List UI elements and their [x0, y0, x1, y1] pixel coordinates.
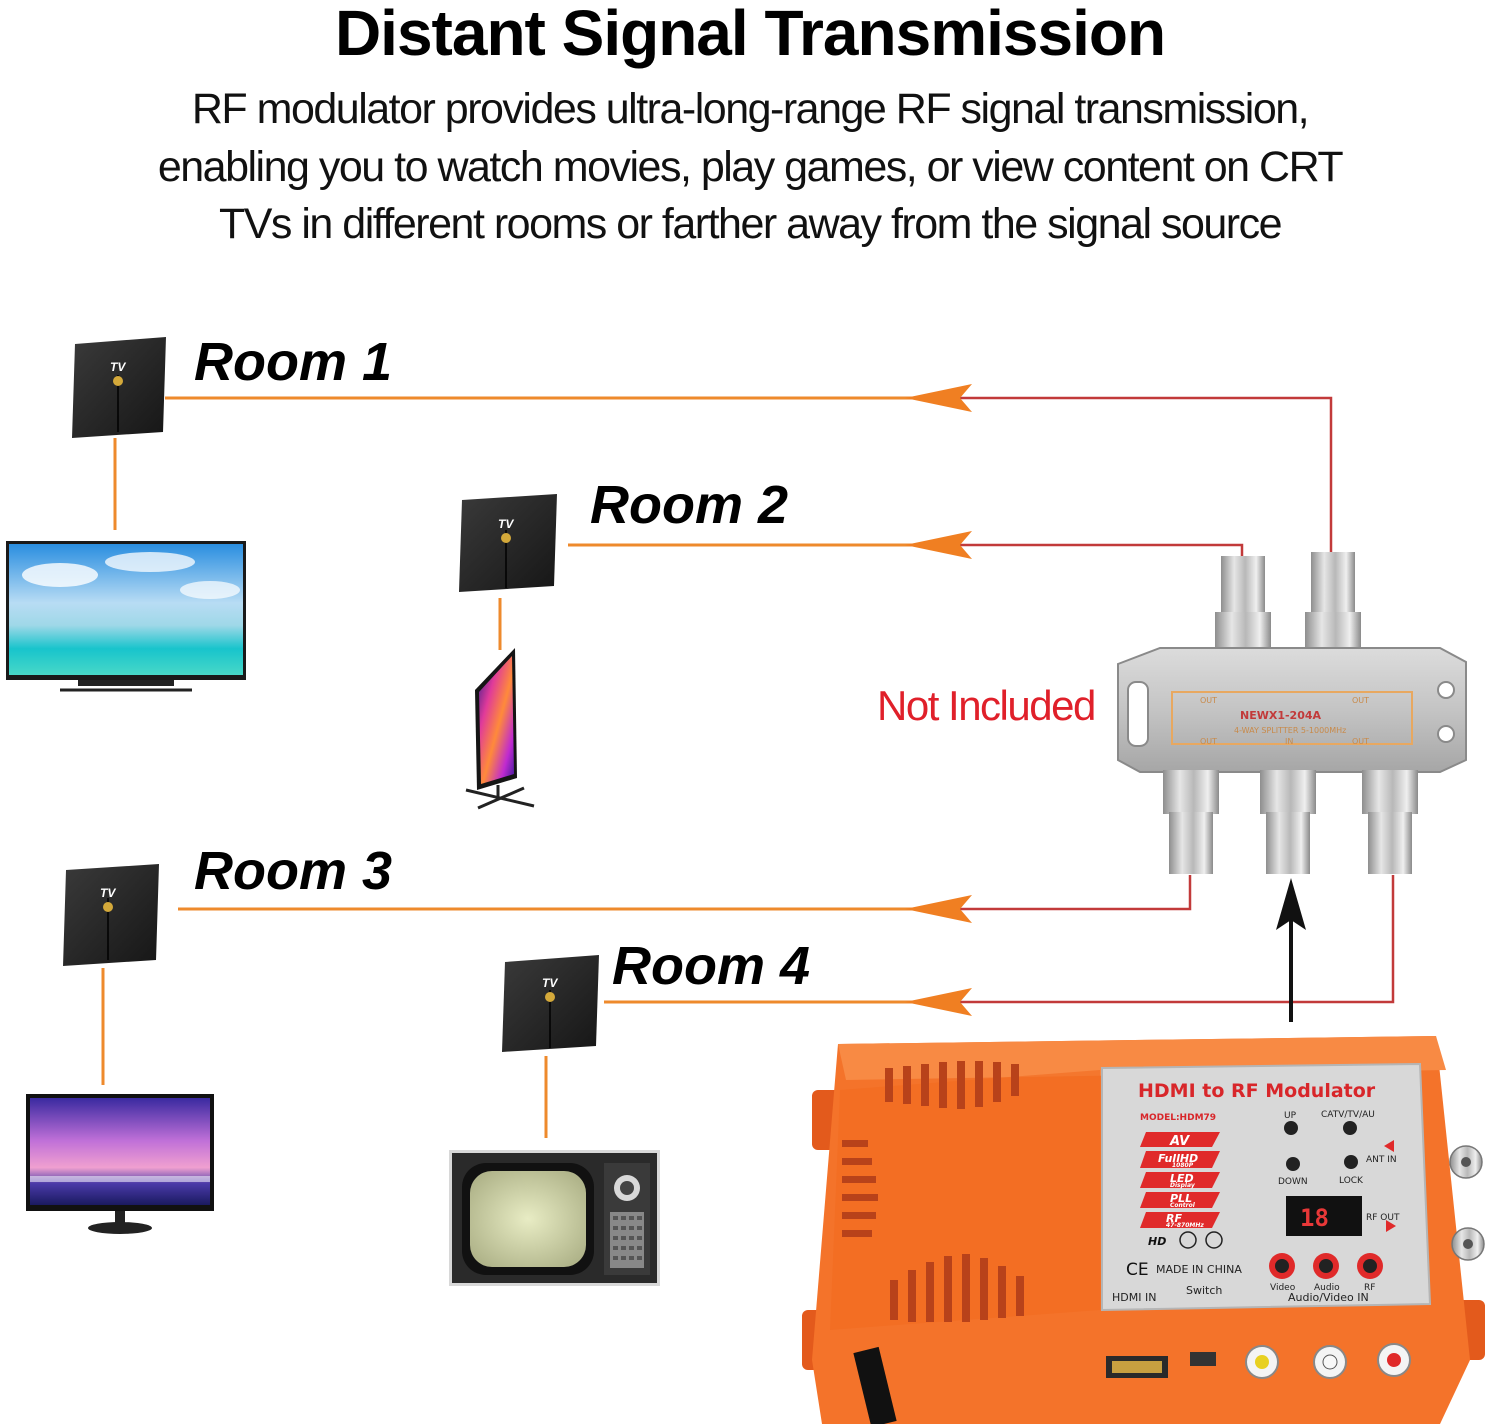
badge-fullhd: FullHD: [1158, 1152, 1198, 1165]
audio-jack-label: Audio: [1314, 1283, 1340, 1293]
down-button[interactable]: [1286, 1157, 1300, 1171]
certification-icon: [1205, 1231, 1223, 1249]
room-1-label: Room 1: [194, 332, 392, 392]
plate-label: TV: [498, 517, 514, 531]
port-out-label: OUT: [1200, 696, 1217, 705]
rf-out-label: RF OUT: [1366, 1213, 1400, 1223]
arrow-right-icon: [1386, 1220, 1396, 1232]
badge-led: LED: [1170, 1172, 1194, 1185]
signal-lines: [101, 396, 960, 1138]
badge-rf: RF: [1166, 1212, 1182, 1225]
cable-splitter: NEWX1-204A 4-WAY SPLITTER 5-1000MHz OUT …: [1117, 552, 1467, 874]
badge-pll-sub: Control: [1170, 1202, 1196, 1209]
badge-pll: PLL: [1170, 1192, 1192, 1205]
subtitle-line-1: RF modulator provides ultra-long-range R…: [191, 85, 1310, 133]
modulator-model: MODEL:HDM79: [1140, 1113, 1216, 1123]
plate-label: TV: [110, 360, 126, 374]
subtitle-line-3: TVs in different rooms or farther away f…: [218, 200, 1283, 248]
up-button[interactable]: [1284, 1121, 1298, 1135]
subtitle-line-2: enabling you to watch movies, play games…: [157, 143, 1344, 191]
modulator-name: HDMI to RF Modulator: [1138, 1080, 1376, 1102]
rf-modulator: HDMI to RF Modulator MODEL:HDM79 AV Full…: [802, 1036, 1485, 1424]
lock-button[interactable]: [1344, 1155, 1358, 1169]
certification-icon: [1179, 1231, 1197, 1249]
ce-mark: CE: [1126, 1260, 1149, 1280]
switch-toggle[interactable]: [1190, 1352, 1216, 1366]
room-3-label: Room 3: [194, 841, 392, 901]
button-down-label: DOWN: [1278, 1177, 1308, 1187]
crt-tv-room-4: [449, 1150, 660, 1286]
arrow-icons: [905, 384, 972, 1016]
catv-button[interactable]: [1343, 1121, 1357, 1135]
wall-plate-room-2: TV: [459, 494, 557, 592]
badge-led-sub: Display: [1170, 1182, 1196, 1189]
button-lock-label: LOCK: [1339, 1176, 1364, 1186]
badge-rf-sub: 47-870MHz: [1166, 1222, 1204, 1229]
arrow-left-icon: [905, 531, 972, 559]
not-included-label: Not Included: [877, 682, 1095, 729]
room-2-label: Room 2: [590, 475, 788, 535]
arrow-left-icon: [905, 384, 972, 412]
splitter-lines: [960, 396, 1395, 1004]
room-4-label: Room 4: [612, 936, 810, 996]
video-jack-label: Video: [1270, 1283, 1296, 1293]
splitter-model: NEWX1-204A: [1240, 709, 1322, 722]
feature-badges: AV FullHD 1080P LED Display PLL Control …: [1140, 1132, 1220, 1229]
hdmi-in-label: HDMI IN: [1112, 1291, 1156, 1304]
hd-ready-mark: HD: [1148, 1235, 1166, 1248]
arrow-left-icon: [1384, 1140, 1394, 1152]
arrow-left-icon: [905, 988, 972, 1016]
splitter-spec: 4-WAY SPLITTER 5-1000MHz: [1234, 726, 1346, 735]
badge-av: AV: [1169, 1134, 1190, 1149]
button-up-label: UP: [1284, 1111, 1297, 1121]
wall-plate-room-4: TV: [502, 955, 599, 1052]
wall-plate-room-3: TV: [63, 864, 159, 966]
wall-plate-room-1: TV: [72, 337, 166, 438]
ant-in-label: ANT IN: [1366, 1155, 1397, 1165]
arrow-left-icon: [905, 895, 972, 923]
led-display: [1286, 1196, 1362, 1236]
rf-jack-label: RF: [1364, 1283, 1375, 1293]
flat-tv-room-3: [26, 1094, 214, 1234]
port-out-label: OUT: [1352, 737, 1369, 746]
flat-tv-room-2: [465, 648, 535, 810]
arrow-up-icon: [1276, 878, 1306, 1022]
plate-label: TV: [100, 886, 116, 900]
made-in-label: MADE IN CHINA: [1156, 1263, 1242, 1276]
port-out-label: OUT: [1352, 696, 1369, 705]
av-in-label: Audio/Video IN: [1288, 1291, 1369, 1304]
switch-label: Switch: [1186, 1284, 1222, 1297]
button-catv-label: CATV/TV/AU: [1321, 1110, 1375, 1120]
flat-tv-room-1: [6, 541, 246, 692]
port-in-label: IN: [1285, 737, 1293, 746]
badge-fullhd-sub: 1080P: [1172, 1162, 1194, 1169]
power-cable: [853, 1346, 897, 1424]
led-display-value: 18: [1300, 1204, 1329, 1232]
plate-label: TV: [542, 976, 558, 990]
page-title: Distant Signal Transmission: [334, 0, 1166, 69]
port-out-label: OUT: [1200, 737, 1217, 746]
